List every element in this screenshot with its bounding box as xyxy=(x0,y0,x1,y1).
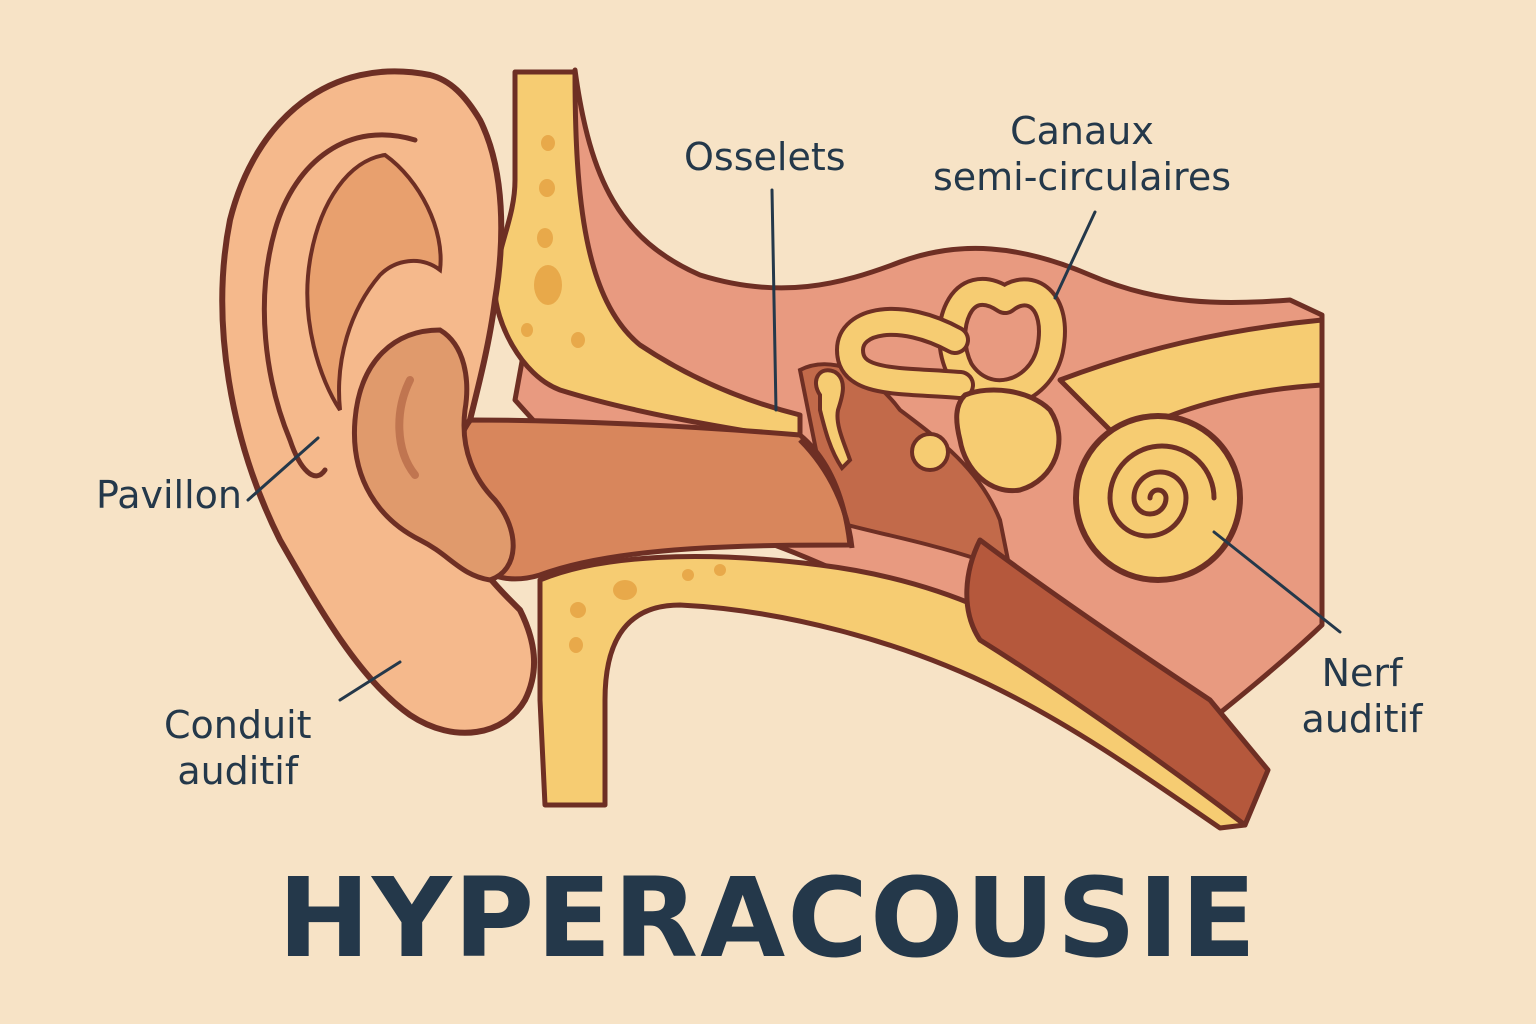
antihelix-fill xyxy=(305,152,443,412)
label-nerf-auditif: Nerf auditif xyxy=(1292,650,1432,742)
stapes xyxy=(910,432,950,472)
label-canaux-line2: semi-circulaires xyxy=(932,155,1232,199)
label-osselets: Osselets xyxy=(684,134,846,180)
label-canaux-semi-circulaires: Canaux semi-circulaires xyxy=(912,108,1252,200)
leader-osselets xyxy=(770,188,778,412)
label-conduit-line2: auditif xyxy=(177,749,299,793)
label-nerf-line2: auditif xyxy=(1301,697,1423,741)
label-pavillon-text: Pavillon xyxy=(96,473,242,517)
diagram-title: HYPERACOUSIE xyxy=(277,854,1259,982)
label-nerf-line1: Nerf xyxy=(1321,651,1403,695)
leader-canaux xyxy=(1053,210,1097,300)
eardrum xyxy=(798,438,855,549)
cochlea-spiral xyxy=(1107,443,1217,539)
cochlea xyxy=(1073,413,1243,583)
eustachian-tube xyxy=(964,537,1271,828)
label-conduit-auditif: Conduit auditif xyxy=(164,702,312,794)
leader-conduit xyxy=(338,660,402,702)
label-pavillon: Pavillon xyxy=(96,472,242,518)
leader-lines xyxy=(246,188,1342,702)
label-canaux-line1: Canaux xyxy=(1010,109,1154,153)
leader-pavillon xyxy=(246,436,320,502)
ossicles xyxy=(814,368,853,472)
bone-spots xyxy=(521,135,726,653)
helix-fold xyxy=(261,132,418,479)
label-conduit-line1: Conduit xyxy=(164,703,312,747)
concha xyxy=(351,327,516,583)
leader-nerf xyxy=(1212,530,1342,634)
vestibule xyxy=(954,387,1062,494)
tragus xyxy=(395,376,419,479)
label-osselets-text: Osselets xyxy=(684,135,846,179)
